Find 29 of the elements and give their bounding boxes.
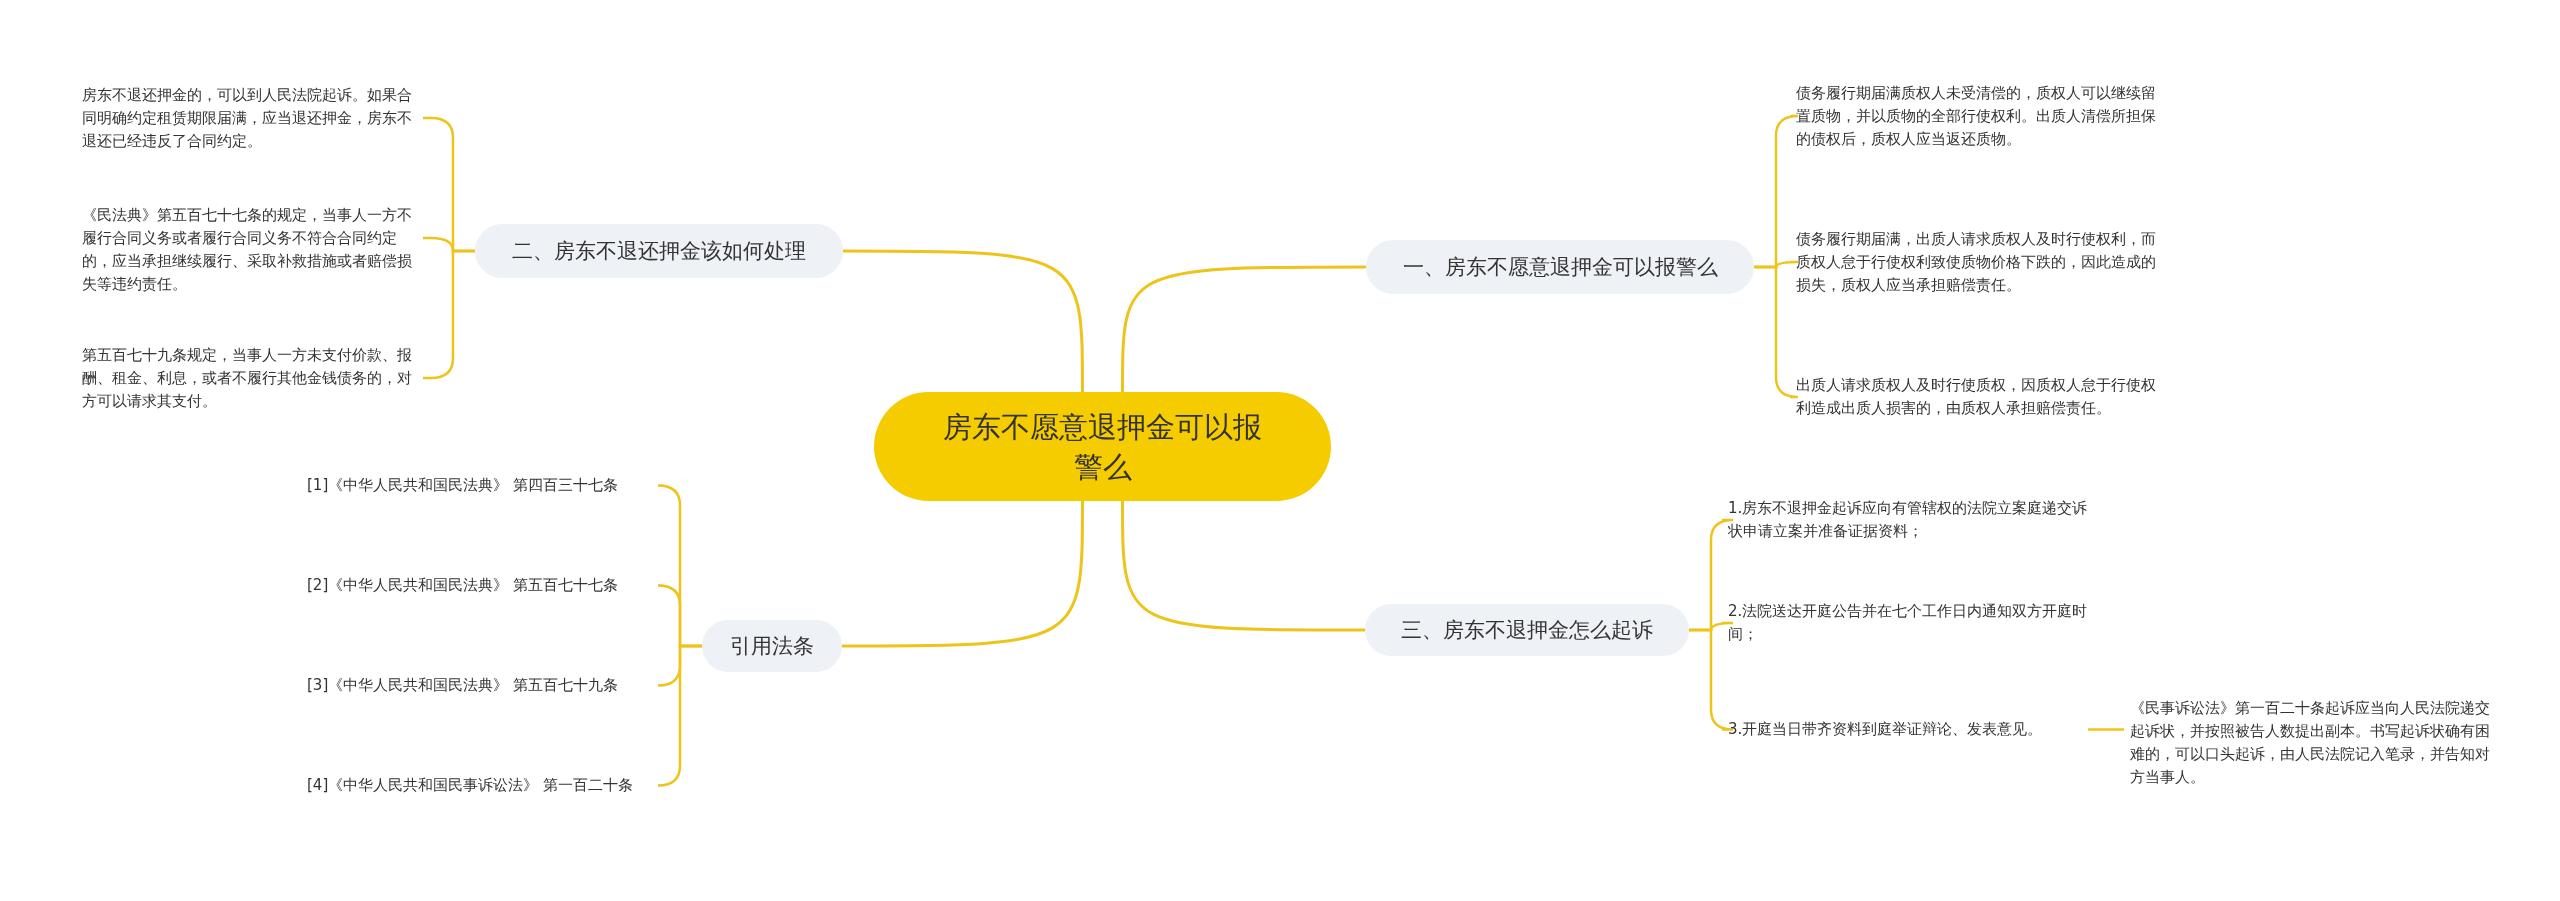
- central-topic-label: 房东不愿意退押金可以报警么: [942, 408, 1263, 486]
- connector-line: [1121, 501, 1365, 632]
- note-text: 1.房东不退押金起诉应向有管辖权的法院立案庭递交诉状申请立案并准备证据资料；: [1728, 497, 2088, 543]
- topic-label: 一、房东不愿意退押金可以报警么: [1402, 254, 1718, 281]
- note-text: [4]《中华人民共和国民事诉讼法》 第一百二十条: [307, 774, 657, 797]
- note-text: [3]《中华人民共和国民法典》 第五百七十九条: [307, 674, 657, 697]
- topic-pill: [1365, 604, 1689, 656]
- note-text: [1]《中华人民共和国民法典》 第四百三十七条: [307, 474, 657, 497]
- note-text: [2]《中华人民共和国民法典》 第五百七十七条: [307, 574, 657, 597]
- note-text: 《民法典》第五百七十七条的规定，当事人一方不履行合同义务或者履行合同义务不符合合同约定的，应当承担继续履行、采取补救措施或者赔偿损失等违约责任。: [82, 204, 417, 296]
- note-text: 《民事诉讼法》第一百二十条起诉应当向人民法院递交起诉状，并按照被告人数提出副本。书写起诉状确有困难的，可以口头起诉，由人民法院记入笔录，并告知对方当事人。: [2130, 697, 2500, 789]
- connector-line: [1121, 265, 1366, 392]
- note-text: 出质人请求质权人及时行使质权，因质权人怠于行使权利造成出质人损害的，由质权人承担赔偿责任。: [1796, 374, 2156, 420]
- connector-line: [656, 644, 702, 787]
- note-text: 2.法院送达开庭公告并在七个工作日内通知双方开庭时间；: [1728, 600, 2088, 646]
- topic-pill: [1366, 240, 1754, 294]
- note-text: 债务履行期届满质权人未受清偿的，质权人可以继续留置质物，并以质物的全部行使权利。出质人清偿所担保的债权后，质权人应当返还质物。: [1796, 82, 2156, 151]
- topic-pill: [475, 224, 843, 278]
- topic-pill: [702, 620, 842, 672]
- connector-line: [842, 501, 1084, 648]
- note-text: 3.开庭当日带齐资料到庭举证辩论、发表意见。: [1728, 718, 2088, 741]
- topic-label: 引用法条: [730, 633, 814, 660]
- note-text: 第五百七十九条规定，当事人一方未支付价款、报酬、租金、利息，或者不履行其他金钱债务的，对方可以请求其支付。: [82, 344, 417, 413]
- connector-line: [843, 249, 1084, 392]
- note-text: 房东不退还押金的，可以到人民法院起诉。如果合同明确约定租赁期限届满，应当退还押金，房东不退还已经违反了合同约定。: [82, 84, 417, 153]
- note-text: 债务履行期届满，出质人请求质权人及时行使权利，而质权人怠于行使权利致使质物价格下跌的，因此造成的损失，质权人应当承担赔偿责任。: [1796, 228, 2156, 297]
- topic-label: 三、房东不退押金怎么起诉: [1401, 617, 1653, 644]
- connector-line: [2088, 728, 2124, 731]
- topic-label: 二、房东不退还押金该如何处理: [512, 238, 806, 265]
